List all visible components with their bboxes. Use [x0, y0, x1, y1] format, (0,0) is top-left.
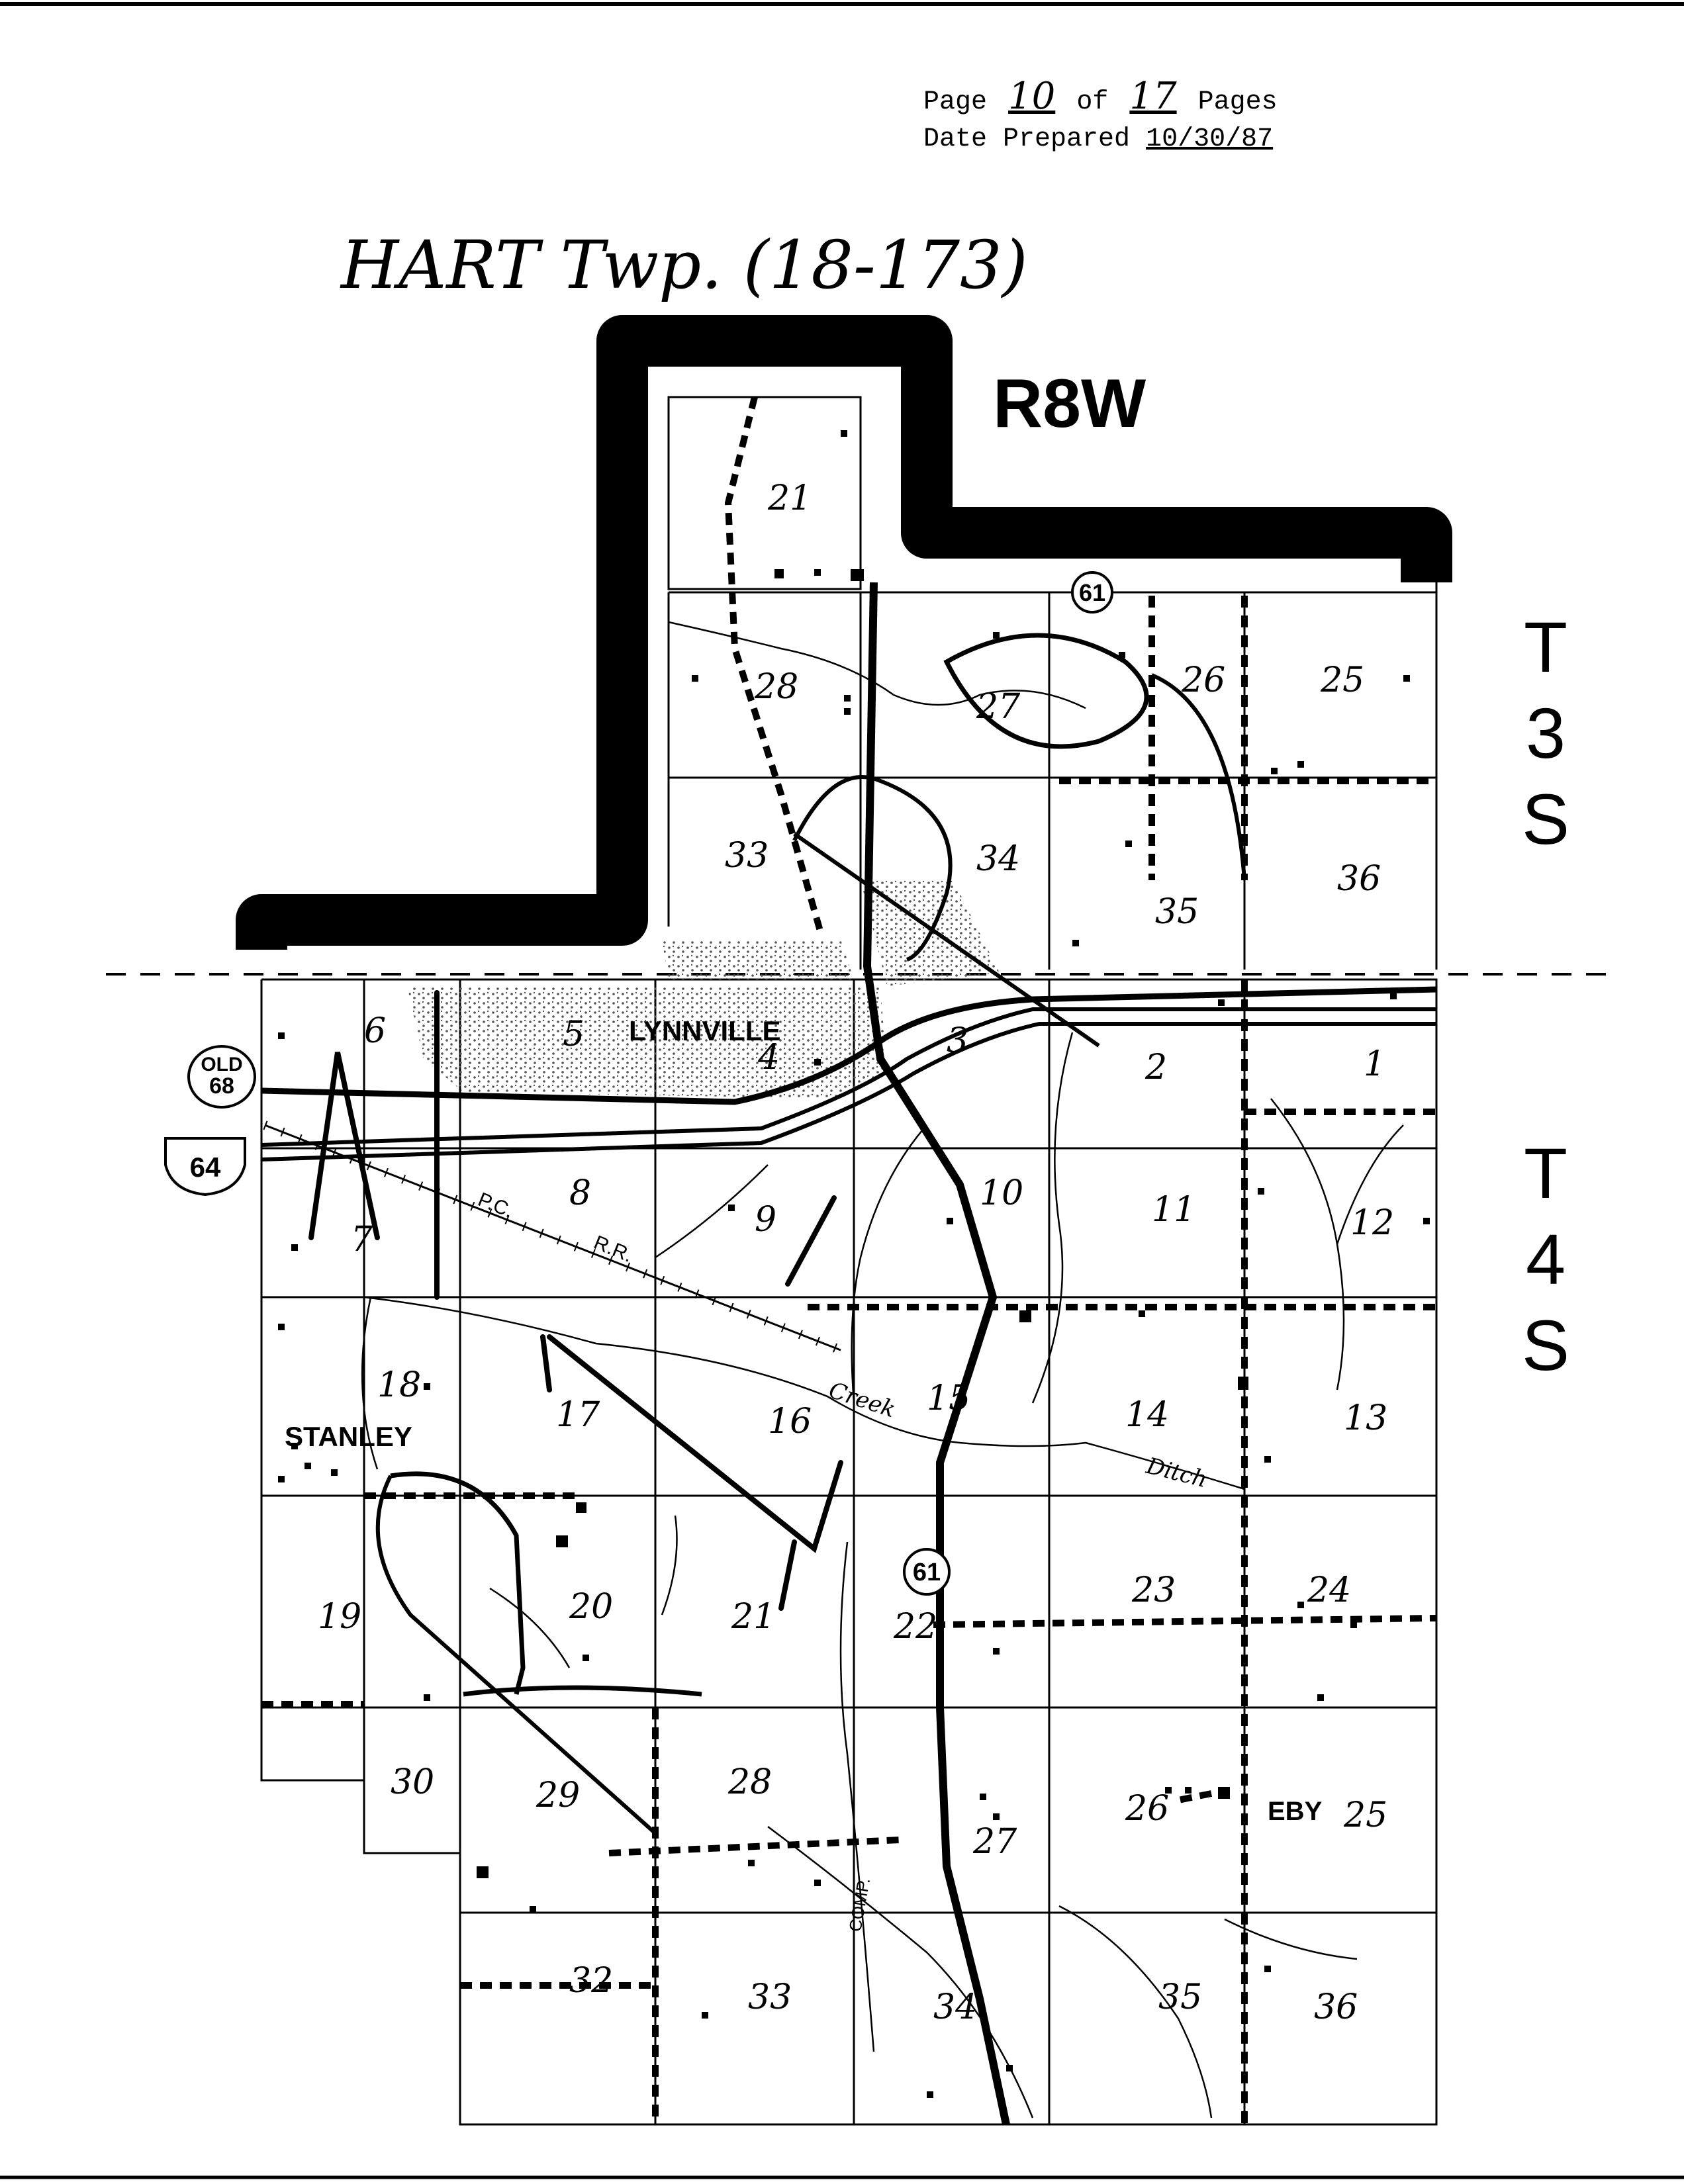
section-number: 11 — [1152, 1190, 1195, 1230]
section-number: 13 — [1344, 1398, 1387, 1438]
town-stipple — [407, 880, 1000, 1099]
railroad-pc-label: P.C. — [475, 1189, 516, 1222]
section-number: 22 — [893, 1607, 937, 1647]
sr61-lower-number: 61 — [913, 1559, 941, 1586]
sr61-upper-shield — [1071, 571, 1113, 614]
section-number: 23 — [1131, 1570, 1176, 1610]
section-number: 24 — [1307, 1570, 1351, 1610]
highways — [261, 582, 1437, 2126]
section-number: 33 — [748, 1978, 792, 2017]
page-count-line: Page 10 of 17 Pages — [923, 78, 1387, 121]
section-number: 26 — [1181, 660, 1225, 700]
section-number: 3 — [947, 1021, 968, 1061]
us64-number: 64 — [190, 1152, 221, 1183]
section-number: 9 — [755, 1200, 776, 1240]
eby-label: EBY — [1268, 1797, 1323, 1826]
section-number: 20 — [569, 1587, 613, 1627]
sr61-upper-number: 61 — [1079, 579, 1105, 606]
building-dots — [278, 430, 1430, 2098]
section-number: 34 — [933, 1987, 977, 2027]
route-shields — [164, 571, 1113, 1596]
page-number: 10 — [1008, 75, 1056, 118]
old68-shield — [187, 1045, 256, 1109]
hand-strokes — [308, 990, 843, 1611]
date-line: Date Prepared 10/30/87 — [923, 121, 1387, 158]
section-number: 26 — [1125, 1789, 1169, 1829]
section-number: 27 — [976, 687, 1021, 727]
section-number: 33 — [725, 836, 769, 876]
section-number: 18 — [377, 1365, 421, 1405]
old68-line2: 68 — [209, 1073, 234, 1099]
section-grid — [260, 396, 1438, 2126]
section-number: 29 — [536, 1776, 580, 1815]
page-word: Page — [923, 87, 988, 117]
section-number: 32 — [569, 1961, 613, 2001]
section-number: 21 — [767, 478, 812, 518]
pages-word: Pages — [1197, 87, 1278, 117]
section-number: 35 — [1158, 1978, 1202, 2017]
section-number: 17 — [556, 1395, 600, 1435]
section-number: 8 — [569, 1173, 591, 1213]
feature-labels: P.C. R.R. Creek Ditch COMP. — [475, 1189, 1209, 1933]
section-number: 15 — [927, 1379, 970, 1418]
section-number: 12 — [1350, 1203, 1394, 1243]
section-number: 30 — [391, 1762, 434, 1802]
section-number: 6 — [364, 1011, 386, 1051]
section-number: 2 — [1145, 1048, 1167, 1087]
old68-line1: OLD — [201, 1054, 242, 1075]
stanley-label: STANLEY — [285, 1421, 412, 1452]
ditch-label: Ditch — [1143, 1453, 1210, 1493]
sections-t3s: 21 28 27 26 25 33 34 35 36 — [725, 478, 1381, 932]
section-number: 14 — [1125, 1395, 1169, 1435]
creek-label: Creek — [825, 1377, 898, 1424]
section-number: 16 — [768, 1402, 812, 1441]
streams — [361, 621, 1404, 2118]
map-title: HART Twp. (18-173) — [340, 226, 1028, 304]
county-boundary — [236, 315, 1452, 950]
section-number: 36 — [1337, 859, 1381, 899]
section-number: 7 — [351, 1220, 373, 1259]
total-pages: 17 — [1129, 75, 1177, 118]
section-number: 36 — [1314, 1987, 1358, 2027]
county-roads — [261, 396, 1437, 2124]
of-word: of — [1076, 87, 1109, 117]
page-header: Page 10 of 17 Pages Date Prepared 10/30/… — [923, 78, 1387, 158]
range-label: R8W — [993, 365, 1146, 442]
date-value: 10/30/87 — [1146, 124, 1274, 154]
section-number: 28 — [754, 667, 798, 707]
section-number: 1 — [1364, 1044, 1385, 1084]
us64-shield — [164, 1137, 246, 1197]
section-number: 25 — [1343, 1796, 1387, 1835]
section-number: 5 — [563, 1015, 585, 1054]
section-number: 27 — [972, 1822, 1017, 1862]
lynnville-label: LYNNVILLE — [629, 1015, 780, 1046]
section-number: 4 — [757, 1038, 780, 1077]
section-number: 25 — [1320, 660, 1364, 700]
section-number: 19 — [318, 1597, 361, 1637]
section-number: 21 — [731, 1597, 775, 1637]
section-number: 10 — [980, 1173, 1023, 1213]
town-labels: LYNNVILLE STANLEY EBY — [285, 1015, 1323, 1826]
sr61-lower-shield — [903, 1548, 951, 1596]
section-number: 34 — [976, 839, 1020, 879]
date-label: Date Prepared — [923, 124, 1131, 154]
route-shield-text: 61 61 OLD 68 64 — [190, 579, 1105, 1586]
section-number: 28 — [727, 1762, 772, 1802]
section-number: 35 — [1155, 892, 1199, 932]
